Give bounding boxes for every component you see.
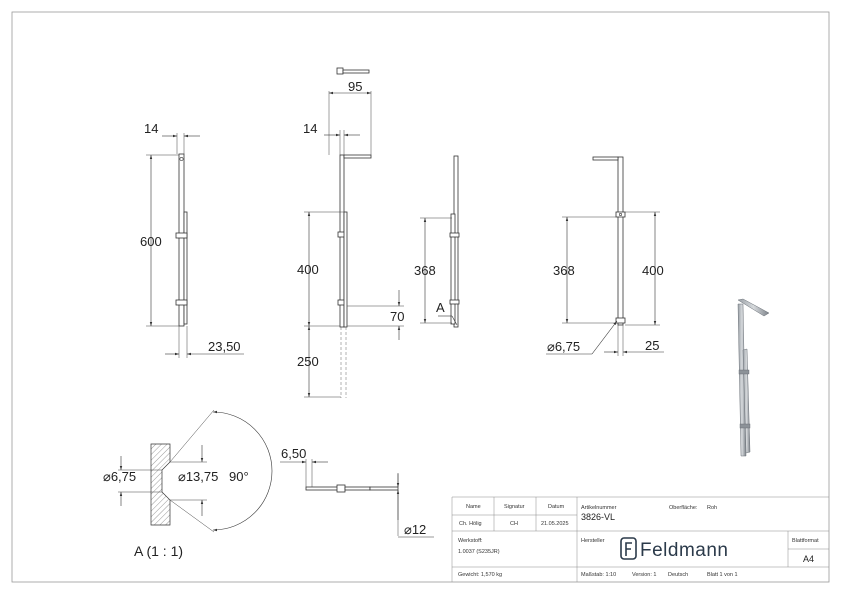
dim-back-offset: 25 (645, 338, 659, 353)
dim-back-left: 368 (553, 263, 575, 278)
tb-value-signature: CH (510, 521, 518, 527)
dim-plan-thickness: 6,50 (281, 446, 306, 461)
isometric-view (737, 298, 770, 457)
tb-value-article: 3826-VL (581, 512, 615, 522)
tb-material-value: 1.0037 (S235JR) (458, 549, 500, 555)
dim-plan-diameter: ⌀12 (404, 522, 426, 537)
feldmann-f-logo-icon (620, 537, 637, 560)
dim-front-lower: 250 (297, 354, 319, 369)
dim-detail-angle: 90° (229, 469, 249, 484)
front-view: 95 14 400 250 70 (297, 67, 404, 398)
sheet-frame (11, 11, 830, 583)
tb-header-signature: Signatur (504, 504, 525, 510)
dim-section-height: 368 (414, 263, 436, 278)
back-view: 368 400 25 ⌀6,75 (546, 156, 664, 356)
dim-detail-large: ⌀13,75 (178, 469, 218, 484)
dim-front-step: 70 (390, 309, 404, 324)
tb-value-date: 21.05.2025 (541, 521, 569, 527)
tb-brand-name: Feldmann (640, 540, 729, 561)
tb-version: Version: 1 (632, 572, 656, 578)
section-view: 368 A (414, 155, 460, 328)
tb-scale: Maßstab: 1:10 (581, 572, 616, 578)
dim-front-top-width: 95 (348, 79, 362, 94)
plan-view: 6,50 ⌀12 (280, 446, 434, 538)
dim-side-offset: 23,50 (208, 339, 241, 354)
tb-header-article: Artikelnummer (581, 505, 617, 511)
section-marker: A (436, 300, 445, 315)
tb-header-surface: Oberfläche: (669, 505, 698, 511)
tb-header-date: Datum (548, 504, 565, 510)
dim-side-height: 600 (140, 234, 162, 249)
dim-side-width: 14 (144, 121, 158, 136)
tb-sheet-format-value: A4 (803, 554, 814, 564)
tb-value-surface: Roh (707, 505, 717, 511)
side-view: 14 600 23,50 (140, 121, 244, 358)
dim-back-right: 400 (642, 263, 664, 278)
dim-front-width: 14 (303, 121, 317, 136)
detail-a-label: A (1 : 1) (134, 543, 183, 559)
tb-value-name: Ch. Hölig (459, 521, 482, 527)
tb-header-name: Name (466, 504, 481, 510)
tb-manufacturer-label: Hersteller (581, 538, 605, 544)
dim-back-hole: ⌀6,75 (547, 339, 580, 354)
title-block: Name Signatur Datum Ch. Hölig CH 21.05.2… (451, 496, 829, 582)
dim-front-upper: 400 (297, 262, 319, 277)
tb-sheet-format-label: Blattformat (792, 538, 819, 544)
tb-language: Deutsch (668, 572, 688, 578)
tb-sheet: Blatt 1 von 1 (707, 572, 738, 578)
tb-material-label: Werkstoff: (458, 538, 483, 544)
tb-weight: Gewicht: 1,570 kg (458, 572, 502, 578)
dim-detail-small: ⌀6,75 (103, 469, 136, 484)
detail-a-view: ⌀6,75 ⌀13,75 90° A (1 : 1) (103, 409, 273, 559)
